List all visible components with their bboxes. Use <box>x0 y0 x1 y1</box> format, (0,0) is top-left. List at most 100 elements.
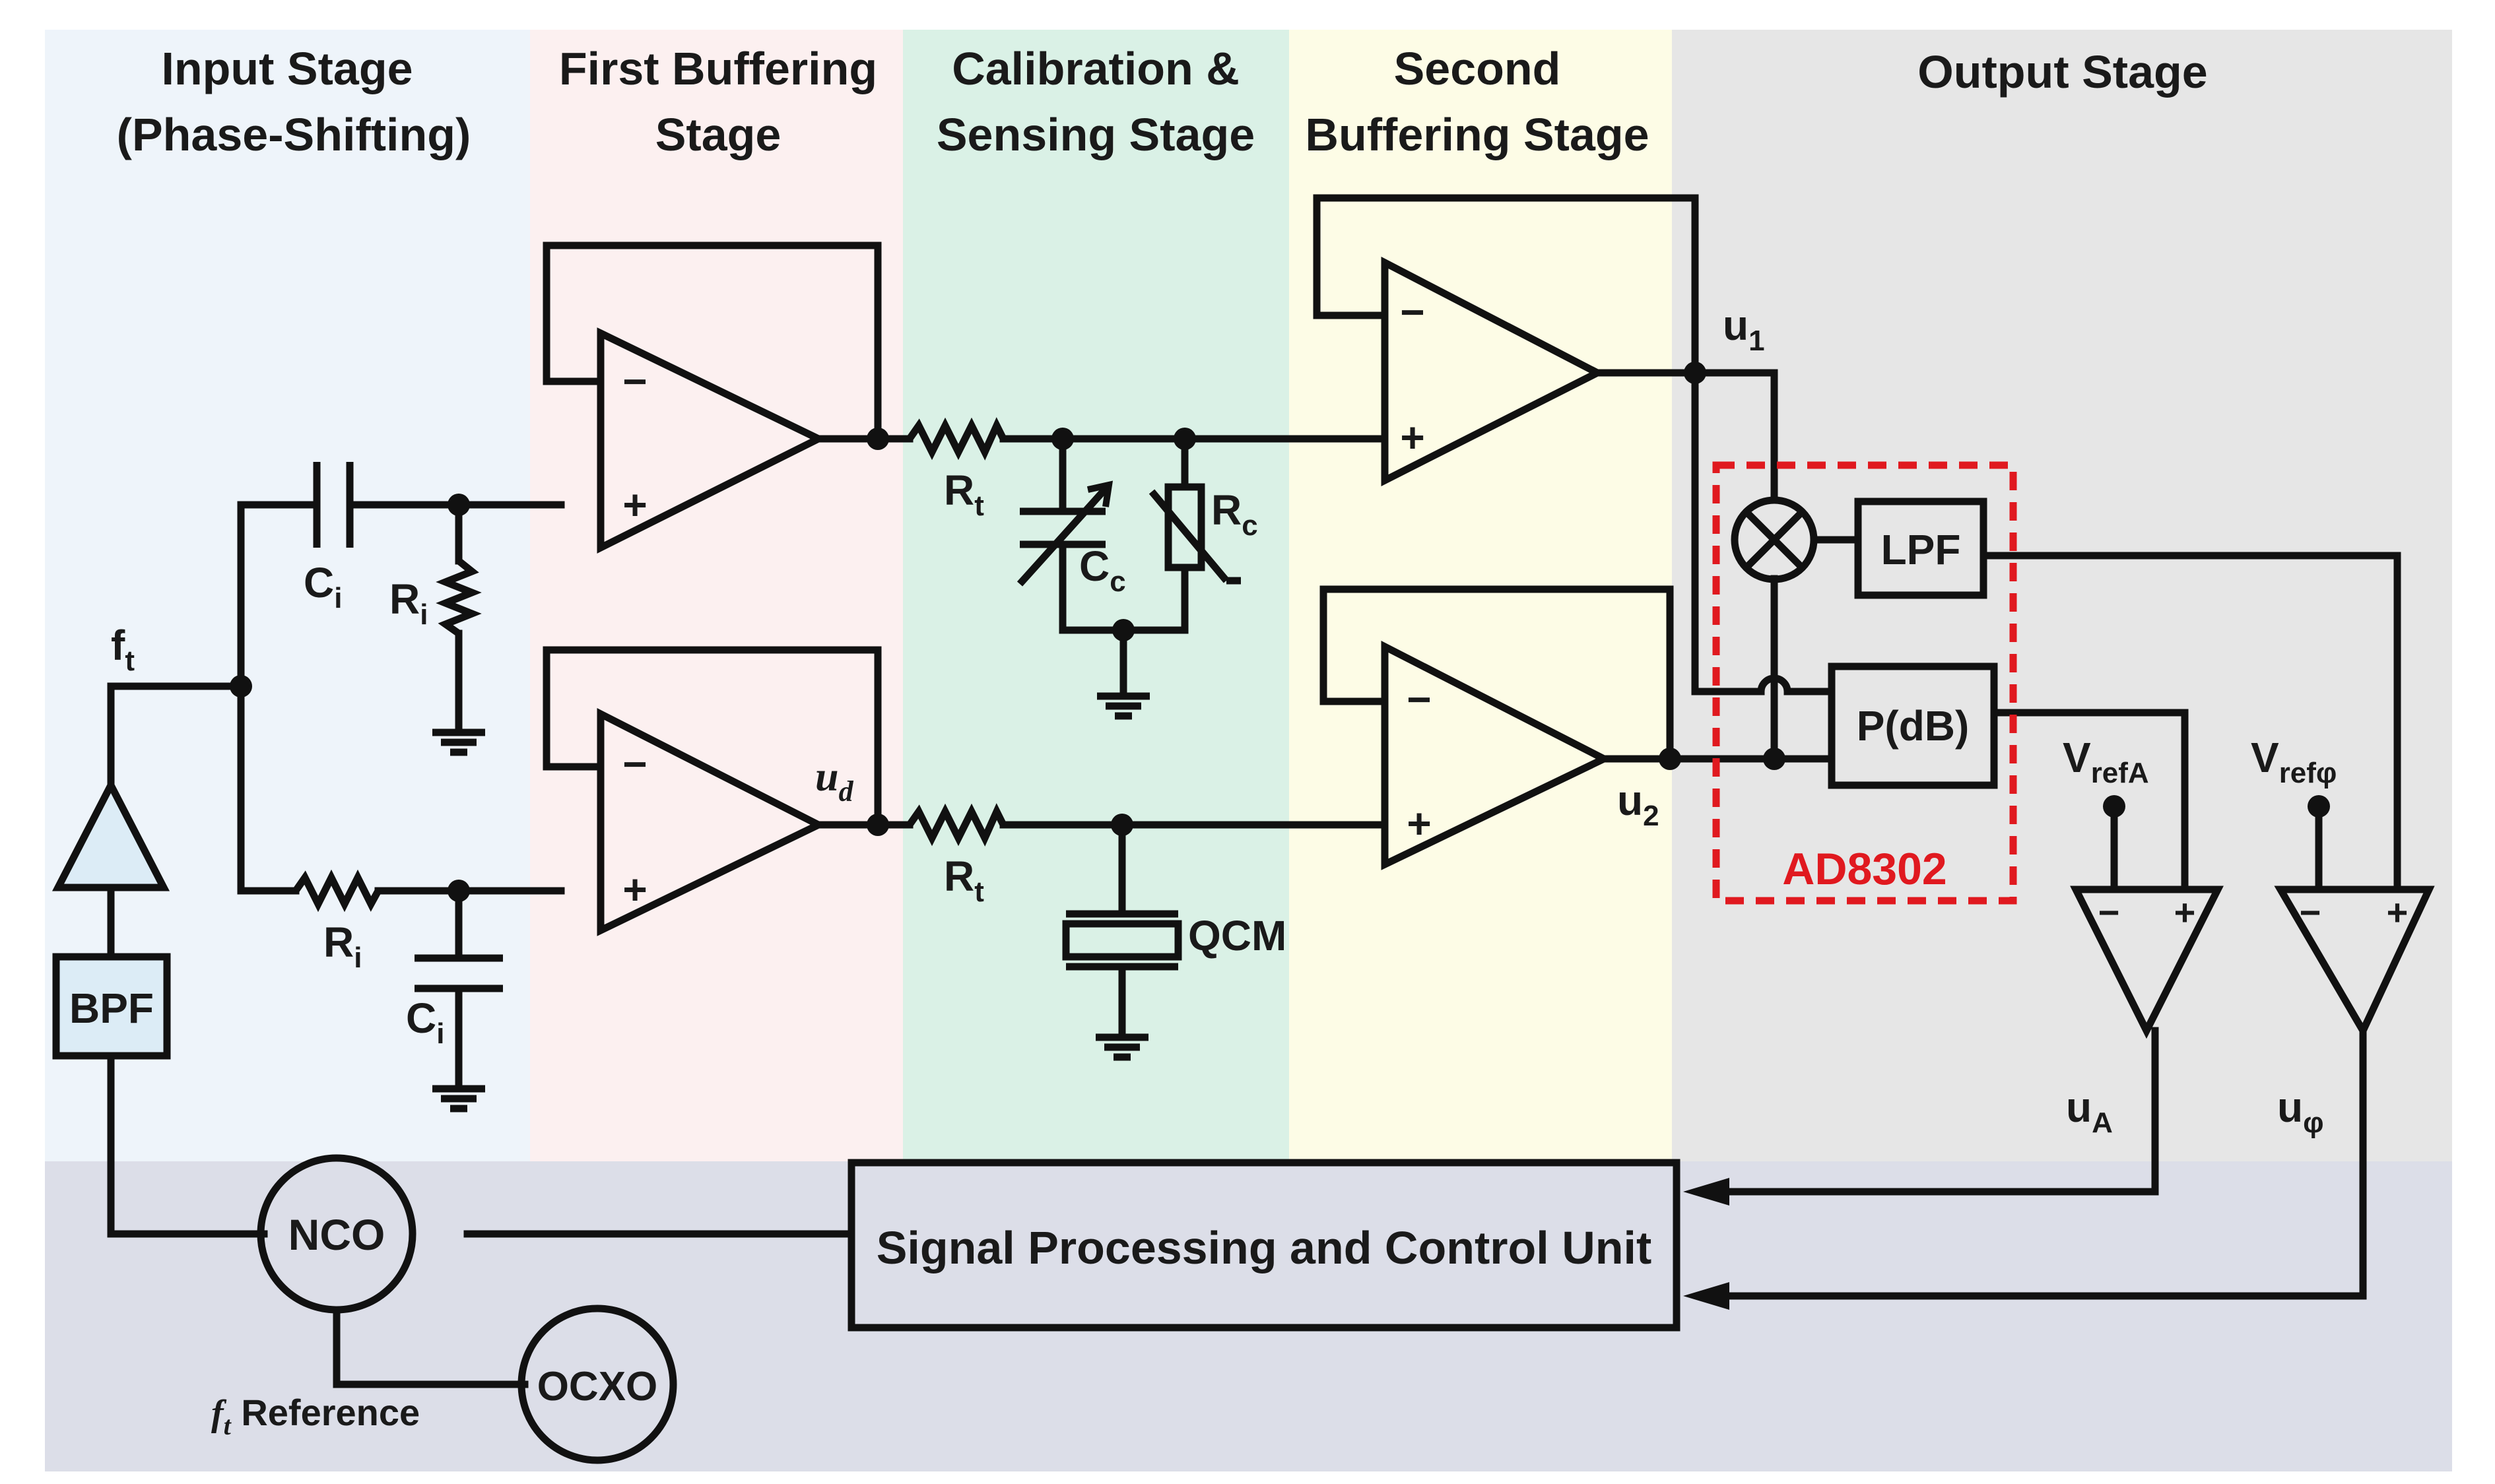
comparators <box>2070 886 2435 1039</box>
plus-sign: + <box>622 481 647 529</box>
u1-label: u1 <box>1723 302 1765 357</box>
opamp-signs: − + − + − + − + <box>622 288 1431 913</box>
pdb-to-comparator1 <box>1990 709 2189 893</box>
minus-sign: − <box>622 740 647 788</box>
qcm-crystal <box>1062 910 1182 971</box>
minus-sign: − <box>2098 891 2120 933</box>
lpf-label: LPF <box>1881 526 1961 573</box>
opamp-second-lower <box>1381 641 1613 870</box>
rc-label: Rc <box>1211 486 1258 542</box>
ground-icon <box>1097 692 1150 720</box>
grounds <box>432 692 1150 1113</box>
minus-sign: − <box>1407 676 1431 723</box>
first-buffer-title-2: Stage <box>655 109 782 160</box>
lower-branch-wire <box>237 682 300 895</box>
comparator-amplitude <box>2070 886 2224 1039</box>
upper-branch-wire <box>237 501 317 690</box>
signal-processing-unit <box>848 1159 1680 1332</box>
buffer-output-wire <box>107 682 172 789</box>
spcu-label: Signal Processing and Control Unit <box>877 1222 1652 1274</box>
nco-to-bpf <box>107 1052 268 1238</box>
resistor-rc-variable <box>1164 483 1205 571</box>
ground-icon <box>432 728 485 756</box>
minus-sign: − <box>622 358 647 405</box>
comparator-phase <box>2274 886 2435 1039</box>
resistor-ri-horizontal <box>292 869 382 913</box>
opamp-first-lower <box>597 708 827 936</box>
ocxo-label: OCXO <box>537 1364 658 1409</box>
bpf-block <box>52 953 171 1060</box>
wires <box>107 194 2401 1388</box>
capacitor-ci-top <box>313 462 354 548</box>
ci-top-label: Ci <box>304 559 342 614</box>
lpf-to-comparator2 <box>1979 552 2401 893</box>
arrowheads <box>1683 1178 1729 1310</box>
ci-bottom-label: Ci <box>406 994 444 1050</box>
nco-label: NCO <box>288 1210 385 1259</box>
ua-label: uA <box>2066 1083 2113 1139</box>
bpf-label: BPF <box>69 984 154 1032</box>
minus-sign: − <box>2300 891 2321 933</box>
first-buffer-title-1: First Buffering <box>559 43 877 94</box>
opamp3-feedback <box>1313 194 1699 377</box>
junction-dots <box>230 362 2330 902</box>
u2-label: u2 <box>1617 777 1659 832</box>
rt-bottom-label: Rt <box>944 853 984 908</box>
first-buffer-band <box>530 30 903 1161</box>
output-stage-title: Output Stage <box>1917 46 2207 98</box>
opamp-second-upper <box>1381 256 1606 486</box>
variable-arrows <box>1016 480 1241 587</box>
stage-titles: Input Stage (Phase-Shifting) First Buffe… <box>117 43 2208 160</box>
uphi-label: uφ <box>2277 1083 2324 1139</box>
second-buffer-title-1: Second <box>1394 43 1561 94</box>
ud-label: ud <box>815 753 854 808</box>
capacitor-cc-variable <box>1020 507 1106 548</box>
opamp-first-upper <box>597 327 827 554</box>
op-amps <box>597 256 1613 936</box>
input-stage-title-2: (Phase-Shifting) <box>117 109 471 160</box>
ft-reference-label: ft Reference <box>211 1392 420 1440</box>
uphi-arrowhead <box>1683 1282 1729 1310</box>
ground-icon <box>1096 1033 1148 1061</box>
plus-sign: + <box>2387 891 2409 933</box>
pdb-block <box>1828 662 1998 789</box>
second-buffer-band <box>1289 30 1672 1161</box>
resistor-ri-vertical <box>436 558 482 637</box>
pdb-label: P(dB) <box>1857 702 1970 750</box>
resistor-rt-bottom <box>906 803 1007 847</box>
ua-arrowhead <box>1683 1178 1729 1206</box>
calibration-band <box>903 30 1289 1161</box>
ocxo-block <box>517 1305 677 1464</box>
ri-horizontal-label: Ri <box>323 919 362 974</box>
ua-wire <box>1719 1027 2159 1196</box>
rt-top-label: Rt <box>944 467 984 522</box>
comparator-signs: − + − + <box>2098 891 2409 933</box>
component-labels: ft Ci Ri Ri Ci Rt Rt Cc Rc QCM ud u1 u2 … <box>111 302 2337 1440</box>
control-band <box>45 1161 2452 1471</box>
ri-vertical-label: Ri <box>389 575 428 631</box>
qcm-label: QCM <box>1188 912 1286 959</box>
nco-block <box>257 1154 416 1314</box>
cc-label: Cc <box>1079 542 1126 598</box>
mixer-icon <box>1731 496 1818 583</box>
ft-label: ft <box>111 622 135 677</box>
plus-sign: + <box>2174 891 2196 933</box>
ad8302-label: AD8302 <box>1782 844 1947 894</box>
uphi-wire <box>1719 1027 2367 1300</box>
plus-sign: + <box>622 866 647 913</box>
resistor-rt-top <box>906 417 1007 461</box>
vrefa-label: VrefA <box>2063 734 2149 789</box>
ocxo-to-nco <box>333 1308 529 1388</box>
second-buffer-title-2: Buffering Stage <box>1305 109 1649 160</box>
ad8302-outline <box>1712 461 2017 905</box>
plus-sign: + <box>1407 800 1431 847</box>
input-stage-title-1: Input Stage <box>161 43 413 94</box>
minus-sign: − <box>1400 288 1424 336</box>
vrefphi-label: Vrefφ <box>2251 734 2337 789</box>
output-stage-band <box>1672 30 2452 1161</box>
u1-to-mixer <box>1691 369 1778 504</box>
capacitor-ci-bottom <box>415 954 503 992</box>
calib-title-2: Sensing Stage <box>937 109 1255 160</box>
lpf-block <box>1854 498 1987 599</box>
